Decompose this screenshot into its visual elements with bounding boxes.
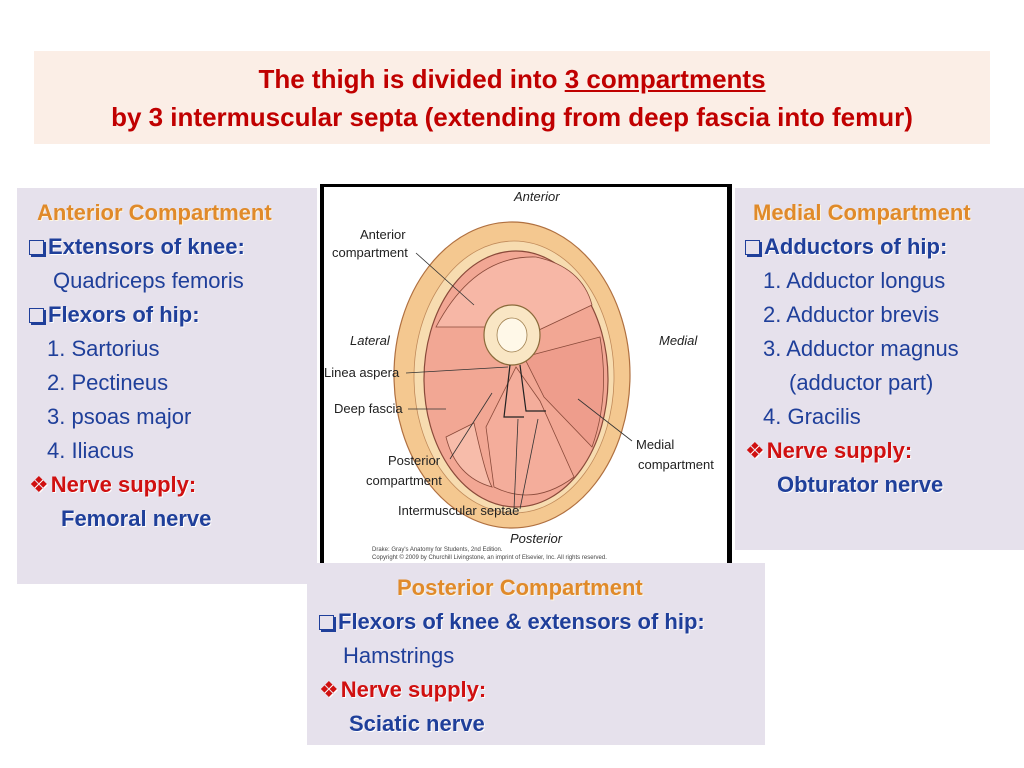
label-medial: Medial (659, 333, 698, 348)
anterior-item-1: 1. Sartorius (47, 336, 160, 361)
label-lateral: Lateral (350, 333, 391, 348)
posterior-group-flexors: Flexors of knee & extensors of hip: (319, 605, 765, 639)
anterior-item-3: 3. psoas major (47, 404, 192, 429)
posterior-compartment-panel: Posterior Compartment Flexors of knee & … (307, 563, 765, 745)
diamond-bullet-icon: ❖ (319, 677, 339, 702)
thigh-cross-section-figure: Anterior Anterior compartment Lateral Me… (320, 184, 732, 566)
label-posterior: Posterior (510, 531, 563, 546)
medial-nerve: Obturator nerve (777, 472, 944, 497)
posterior-heading: Posterior Compartment (397, 575, 643, 600)
label-medial-compartment-1: Medial (636, 437, 674, 452)
anterior-heading: Anterior Compartment (37, 200, 272, 225)
square-bullet-icon (319, 615, 334, 630)
diamond-bullet-icon: ❖ (745, 438, 765, 463)
title-prefix: The thigh is divided into (258, 64, 565, 94)
label-intermuscular-septae: Intermuscular septae (398, 503, 519, 518)
medial-group-adductors: Adductors of hip: (745, 230, 1024, 264)
anterior-group-extensors: Extensors of knee: (29, 230, 317, 264)
posterior-nerve: Sciatic nerve (349, 711, 485, 736)
medial-item-3: 3. Adductor magnus (763, 336, 959, 361)
label-anterior-compartment-1: Anterior (360, 227, 406, 242)
medial-nerve-label: ❖Nerve supply: (745, 438, 913, 463)
square-bullet-icon (745, 240, 760, 255)
medial-item-3-note: (adductor part) (789, 370, 934, 395)
title-highlight: 3 compartments (564, 64, 766, 94)
anterior-nerve: Femoral nerve (61, 506, 212, 531)
anterior-item-4: 4. Iliacus (47, 438, 134, 463)
anterior-group-flexors: Flexors of hip: (29, 298, 317, 332)
label-posterior-compartment-2: compartment (366, 473, 442, 488)
anterior-item-2: 2. Pectineus (47, 370, 169, 395)
medial-item-4: 4. Gracilis (763, 404, 861, 429)
title-banner: The thigh is divided into 3 compartments… (34, 51, 990, 144)
square-bullet-icon (29, 308, 44, 323)
square-bullet-icon (29, 240, 44, 255)
posterior-nerve-label: ❖Nerve supply: (319, 677, 487, 702)
anterior-quadriceps: Quadriceps femoris (53, 268, 244, 293)
figure-caption-2: Copyright © 2009 by Churchill Livingston… (372, 554, 607, 561)
thigh-cross-section-diagram: Anterior Anterior compartment Lateral Me… (324, 187, 727, 563)
anterior-nerve-label: ❖Nerve supply: (29, 472, 197, 497)
label-deep-fascia: Deep fascia (334, 401, 403, 416)
label-medial-compartment-2: compartment (638, 457, 714, 472)
medial-compartment-panel: Medial Compartment Adductors of hip: 1. … (735, 188, 1024, 550)
label-anterior: Anterior (513, 189, 560, 204)
label-linea-aspera: Linea aspera (324, 365, 400, 380)
diamond-bullet-icon: ❖ (29, 472, 49, 497)
title-line-2: by 3 intermuscular septa (extending from… (111, 102, 913, 132)
medial-heading: Medial Compartment (753, 200, 971, 225)
label-posterior-compartment-1: Posterior (388, 453, 441, 468)
medial-item-2: 2. Adductor brevis (763, 302, 940, 327)
title-line-1: The thigh is divided into 3 compartments (34, 60, 990, 98)
label-anterior-compartment-2: compartment (332, 245, 408, 260)
medial-item-1: 1. Adductor longus (763, 268, 946, 293)
posterior-hamstrings: Hamstrings (343, 643, 455, 668)
figure-caption-1: Drake: Gray's Anatomy for Students, 2nd … (372, 547, 503, 553)
anterior-compartment-panel: Anterior Compartment Extensors of knee: … (17, 188, 317, 584)
